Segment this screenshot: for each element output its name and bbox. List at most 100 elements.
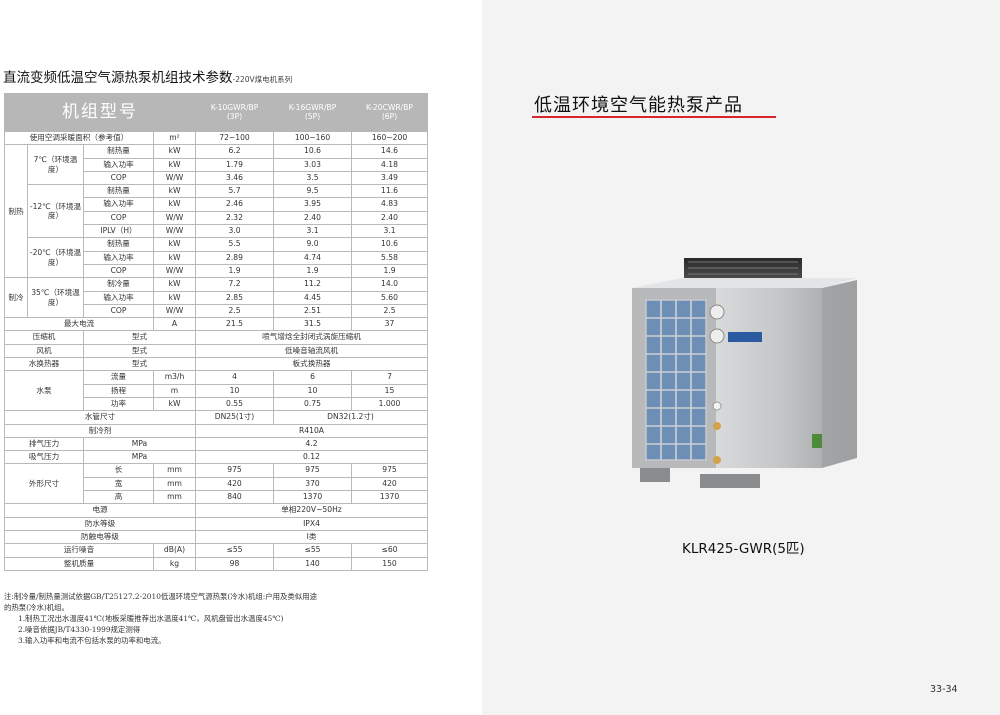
table-cell: 2.89 <box>195 250 274 265</box>
heat-pump-unit-image <box>632 258 857 488</box>
compressor-label: 压缩机 <box>4 330 84 345</box>
unit-cell: kW <box>153 157 196 172</box>
model-name: K-16GWR/BP <box>288 103 337 112</box>
model-header: 机组型号 <box>4 93 196 132</box>
model-name-cell: K-10GWR/BP(3P) <box>195 93 274 132</box>
table-row: 压缩机型式喷气增焓全封闭式涡旋压缩机 <box>4 330 428 345</box>
item-label: 输入功率 <box>83 197 154 212</box>
refrigerant-value: R410A <box>195 423 428 438</box>
cooling-label: 制冷 <box>4 277 28 319</box>
pressure-gauge-icon <box>709 328 725 344</box>
table-cell: ≤55 <box>195 543 274 558</box>
table-cell: 2.5 <box>195 303 274 319</box>
heading-underline <box>532 116 776 118</box>
table-cell: 9.0 <box>273 237 352 252</box>
item-label: 型式 <box>83 330 196 345</box>
item-label: 制热量 <box>83 237 154 252</box>
item-label: COP <box>83 263 154 279</box>
pump-label: 水泵 <box>4 370 84 412</box>
connector-icon <box>812 434 822 448</box>
item-label: 流量 <box>83 370 154 385</box>
weight-label: 整机质量 <box>4 556 154 571</box>
unit-cell: kW <box>153 396 196 412</box>
item-label: 型式 <box>83 357 196 372</box>
table-cell: 160~200 <box>351 130 428 146</box>
discharge_pressure-value: 4.2 <box>195 436 428 452</box>
table-cell: 4.18 <box>351 157 428 172</box>
heat_exchanger-value: 板式换热器 <box>195 357 428 372</box>
table-row: 电源单相220V~50Hz <box>4 503 428 518</box>
table-cell: 150 <box>351 556 428 571</box>
model-hp: (6P) <box>381 111 398 121</box>
table-cell: 1.000 <box>351 396 428 412</box>
model-hp: (3P) <box>226 111 243 121</box>
unit-cell: m3/h <box>153 370 196 385</box>
table-cell: 2.32 <box>195 210 274 226</box>
table-cell: 1.9 <box>273 263 352 279</box>
table-row: 风机型式低噪音轴流风机 <box>4 343 428 359</box>
note-line: 1.制热工况出水温度41℃(地板采暖推荐出水温度41℃，风机盘管出水温度45℃) <box>18 614 284 623</box>
water_proof-label: 防水等级 <box>4 516 196 531</box>
table-cell: 11.2 <box>273 277 352 292</box>
unit-cell: kg <box>153 556 196 571</box>
product-model: KLR425-GWR(5匹) <box>682 541 805 557</box>
table-cell: 370 <box>273 476 352 492</box>
table-cell: 3.0 <box>195 224 274 239</box>
water_proof-value: IPX4 <box>195 516 428 531</box>
note-line: 的热泵(冷水)机组。 <box>4 603 69 612</box>
table-cell: 420 <box>195 476 274 492</box>
table-cell: 9.5 <box>273 184 352 199</box>
suction_pressure-label: 吸气压力 <box>4 450 84 465</box>
unit-cell: kW <box>153 290 196 305</box>
table-cell: 3.49 <box>351 170 428 186</box>
table-cell: 10.6 <box>273 144 352 159</box>
item-label: 输入功率 <box>83 250 154 265</box>
spec-title: 直流变频低温空气源热泵机组技术参数-220V煤电机系列 <box>3 66 292 86</box>
dimensions-label: 外形尺寸 <box>4 463 84 505</box>
unit-cell: W/W <box>153 224 196 239</box>
suction_pressure-value: 0.12 <box>195 450 428 465</box>
unit-cell: kW <box>153 144 196 159</box>
table-cell: 3.03 <box>273 157 352 172</box>
power-label: 电源 <box>4 503 196 518</box>
table-cell: 140 <box>273 556 352 571</box>
note-line: 3.输入功率和电流不包括水泵的功率和电流。 <box>18 636 166 645</box>
unit-cell: mm <box>153 463 196 478</box>
unit-cell: kW <box>153 237 196 252</box>
table-cell: 3.5 <box>273 170 352 186</box>
unit-cell: W/W <box>153 303 196 319</box>
pipe-value: DN32(1.2寸) <box>273 410 428 425</box>
table-cell: 7 <box>351 370 428 385</box>
table-cell: 7.2 <box>195 277 274 292</box>
unit-cell: kW <box>153 184 196 199</box>
model-name-cell: K-20CWR/BP(6P) <box>351 93 428 132</box>
page-number: 33-34 <box>930 684 958 695</box>
table-cell: 5.7 <box>195 184 274 199</box>
table-cell: 98 <box>195 556 274 571</box>
table-cell: 21.5 <box>195 317 274 332</box>
unit-cell: kW <box>153 277 196 292</box>
table-cell: 0.75 <box>273 396 352 412</box>
table-cell: 2.40 <box>273 210 352 226</box>
table-cell: 5.58 <box>351 250 428 265</box>
unit-cell: kW <box>153 250 196 265</box>
table-cell: 5.60 <box>351 290 428 305</box>
table-cell: 2.40 <box>351 210 428 226</box>
item-label: 型式 <box>83 343 196 359</box>
